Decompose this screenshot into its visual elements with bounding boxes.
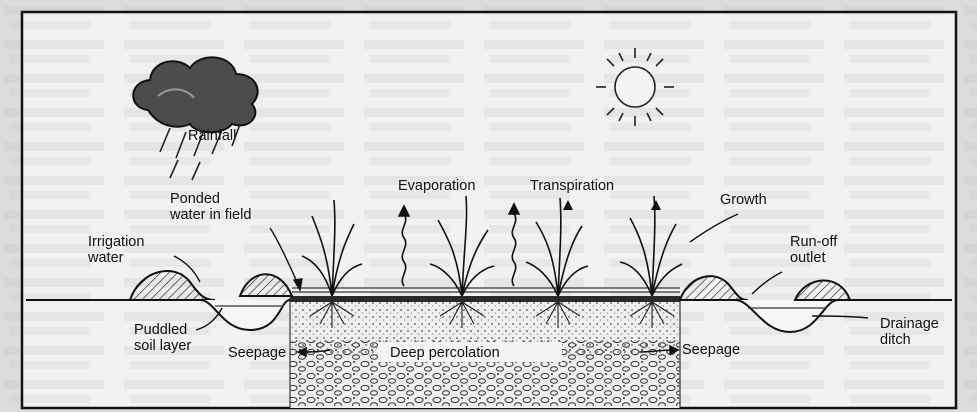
label-drainage-ditch: Drainage ditch xyxy=(880,316,939,348)
label-transpiration: Transpiration xyxy=(530,178,614,194)
label-seepage-left: Seepage xyxy=(228,345,286,361)
puddled-layer xyxy=(290,296,680,302)
label-deep-percolation: Deep percolation xyxy=(390,345,500,361)
label-ponded-water: Ponded water in field xyxy=(170,191,251,223)
label-puddled-soil: Puddled soil layer xyxy=(134,322,191,354)
label-growth: Growth xyxy=(720,192,767,208)
label-seepage-right: Seepage xyxy=(682,342,740,358)
label-runoff-outlet: Run-off outlet xyxy=(790,234,837,266)
label-rainfall: Rainfall xyxy=(188,128,236,144)
label-irrigation-water: Irrigation water xyxy=(88,234,144,266)
label-evaporation: Evaporation xyxy=(398,178,475,194)
